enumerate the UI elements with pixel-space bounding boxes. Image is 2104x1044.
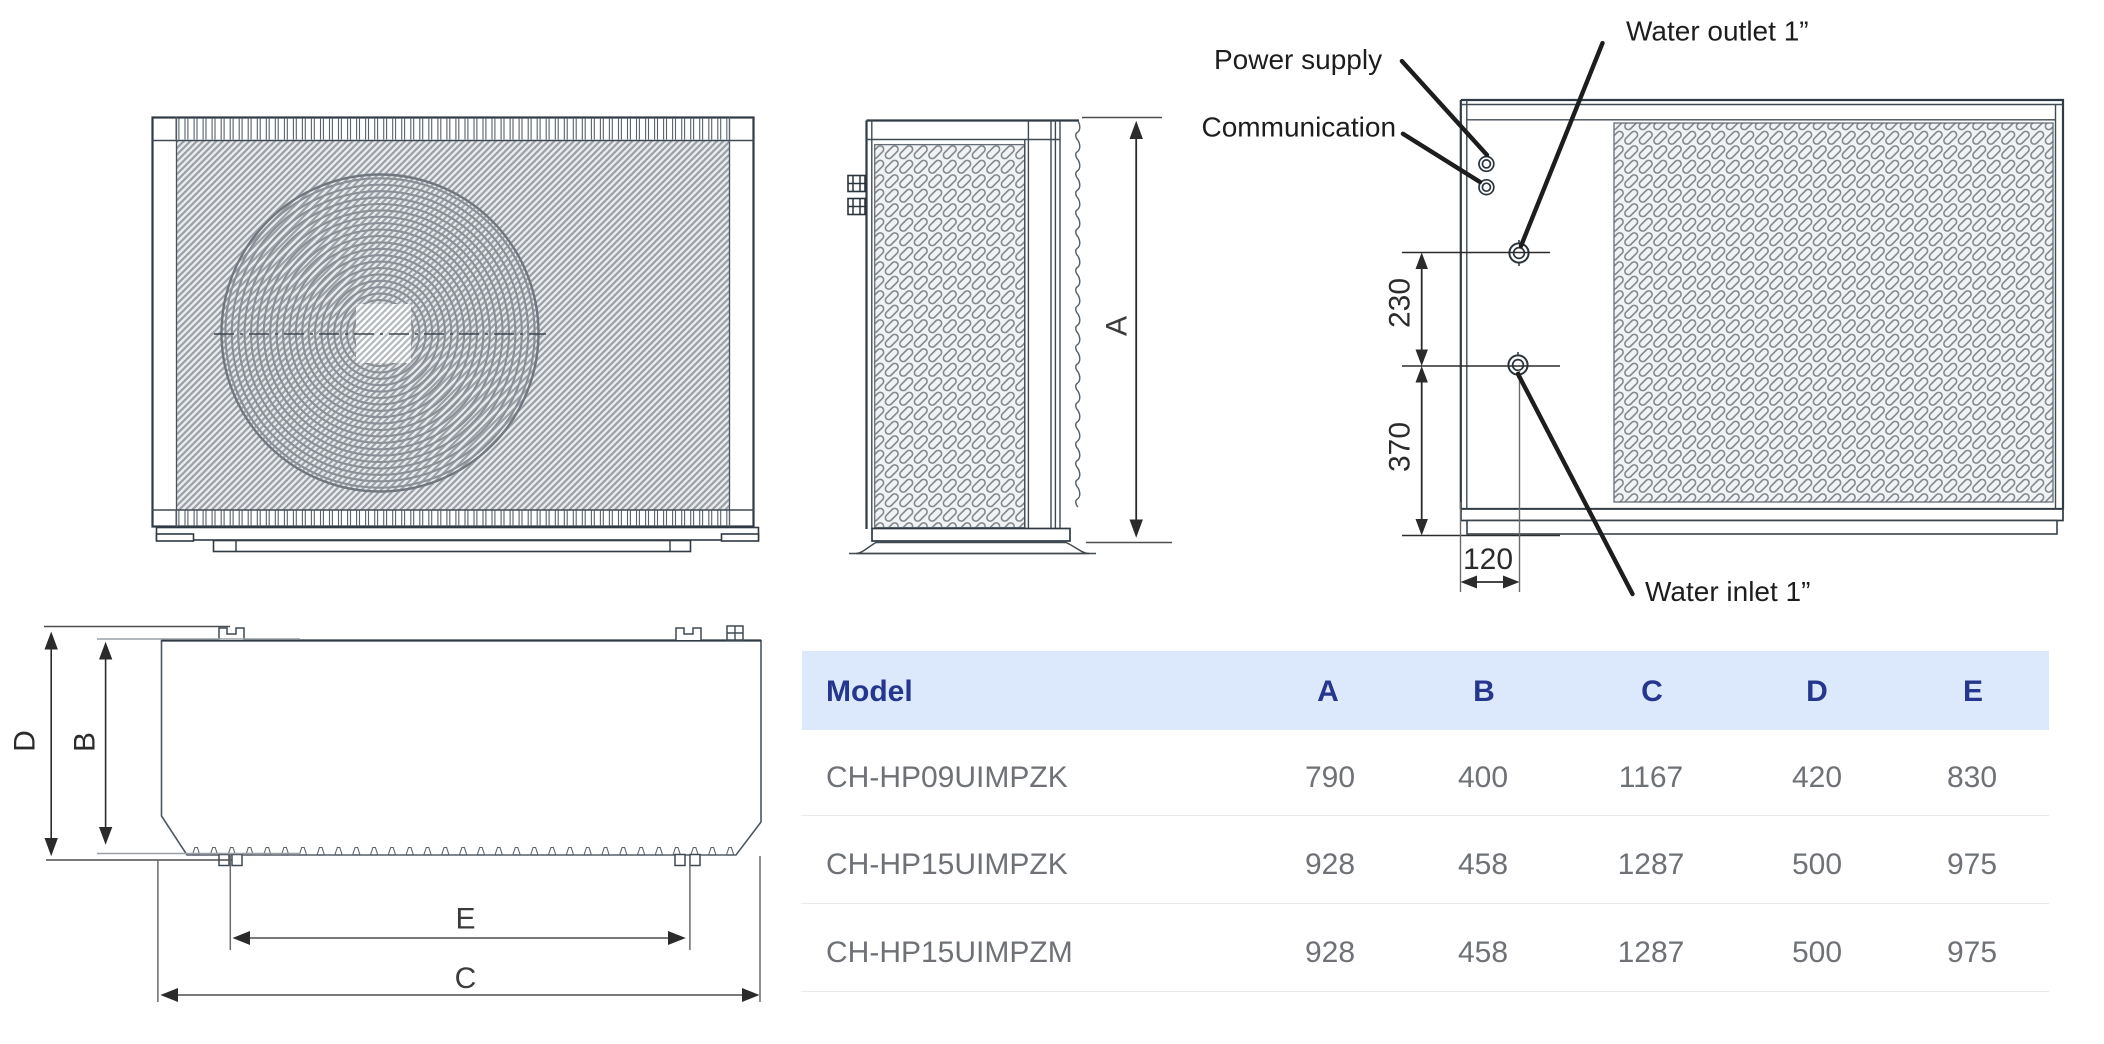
svg-text:230: 230: [1384, 278, 1417, 328]
svg-text:C: C: [455, 962, 477, 995]
svg-text:120: 120: [1463, 543, 1513, 576]
svg-text:A: A: [1101, 316, 1134, 336]
svg-text:Communication: Communication: [1202, 111, 1397, 142]
svg-text:E: E: [455, 903, 475, 936]
svg-text:Water outlet 1”: Water outlet 1”: [1626, 16, 1809, 47]
svg-text:370: 370: [1384, 422, 1417, 472]
svg-text:Water inlet 1”: Water inlet 1”: [1645, 576, 1810, 607]
svg-text:B: B: [69, 732, 102, 752]
svg-text:D: D: [9, 730, 42, 752]
svg-text:Power supply: Power supply: [1214, 44, 1382, 75]
